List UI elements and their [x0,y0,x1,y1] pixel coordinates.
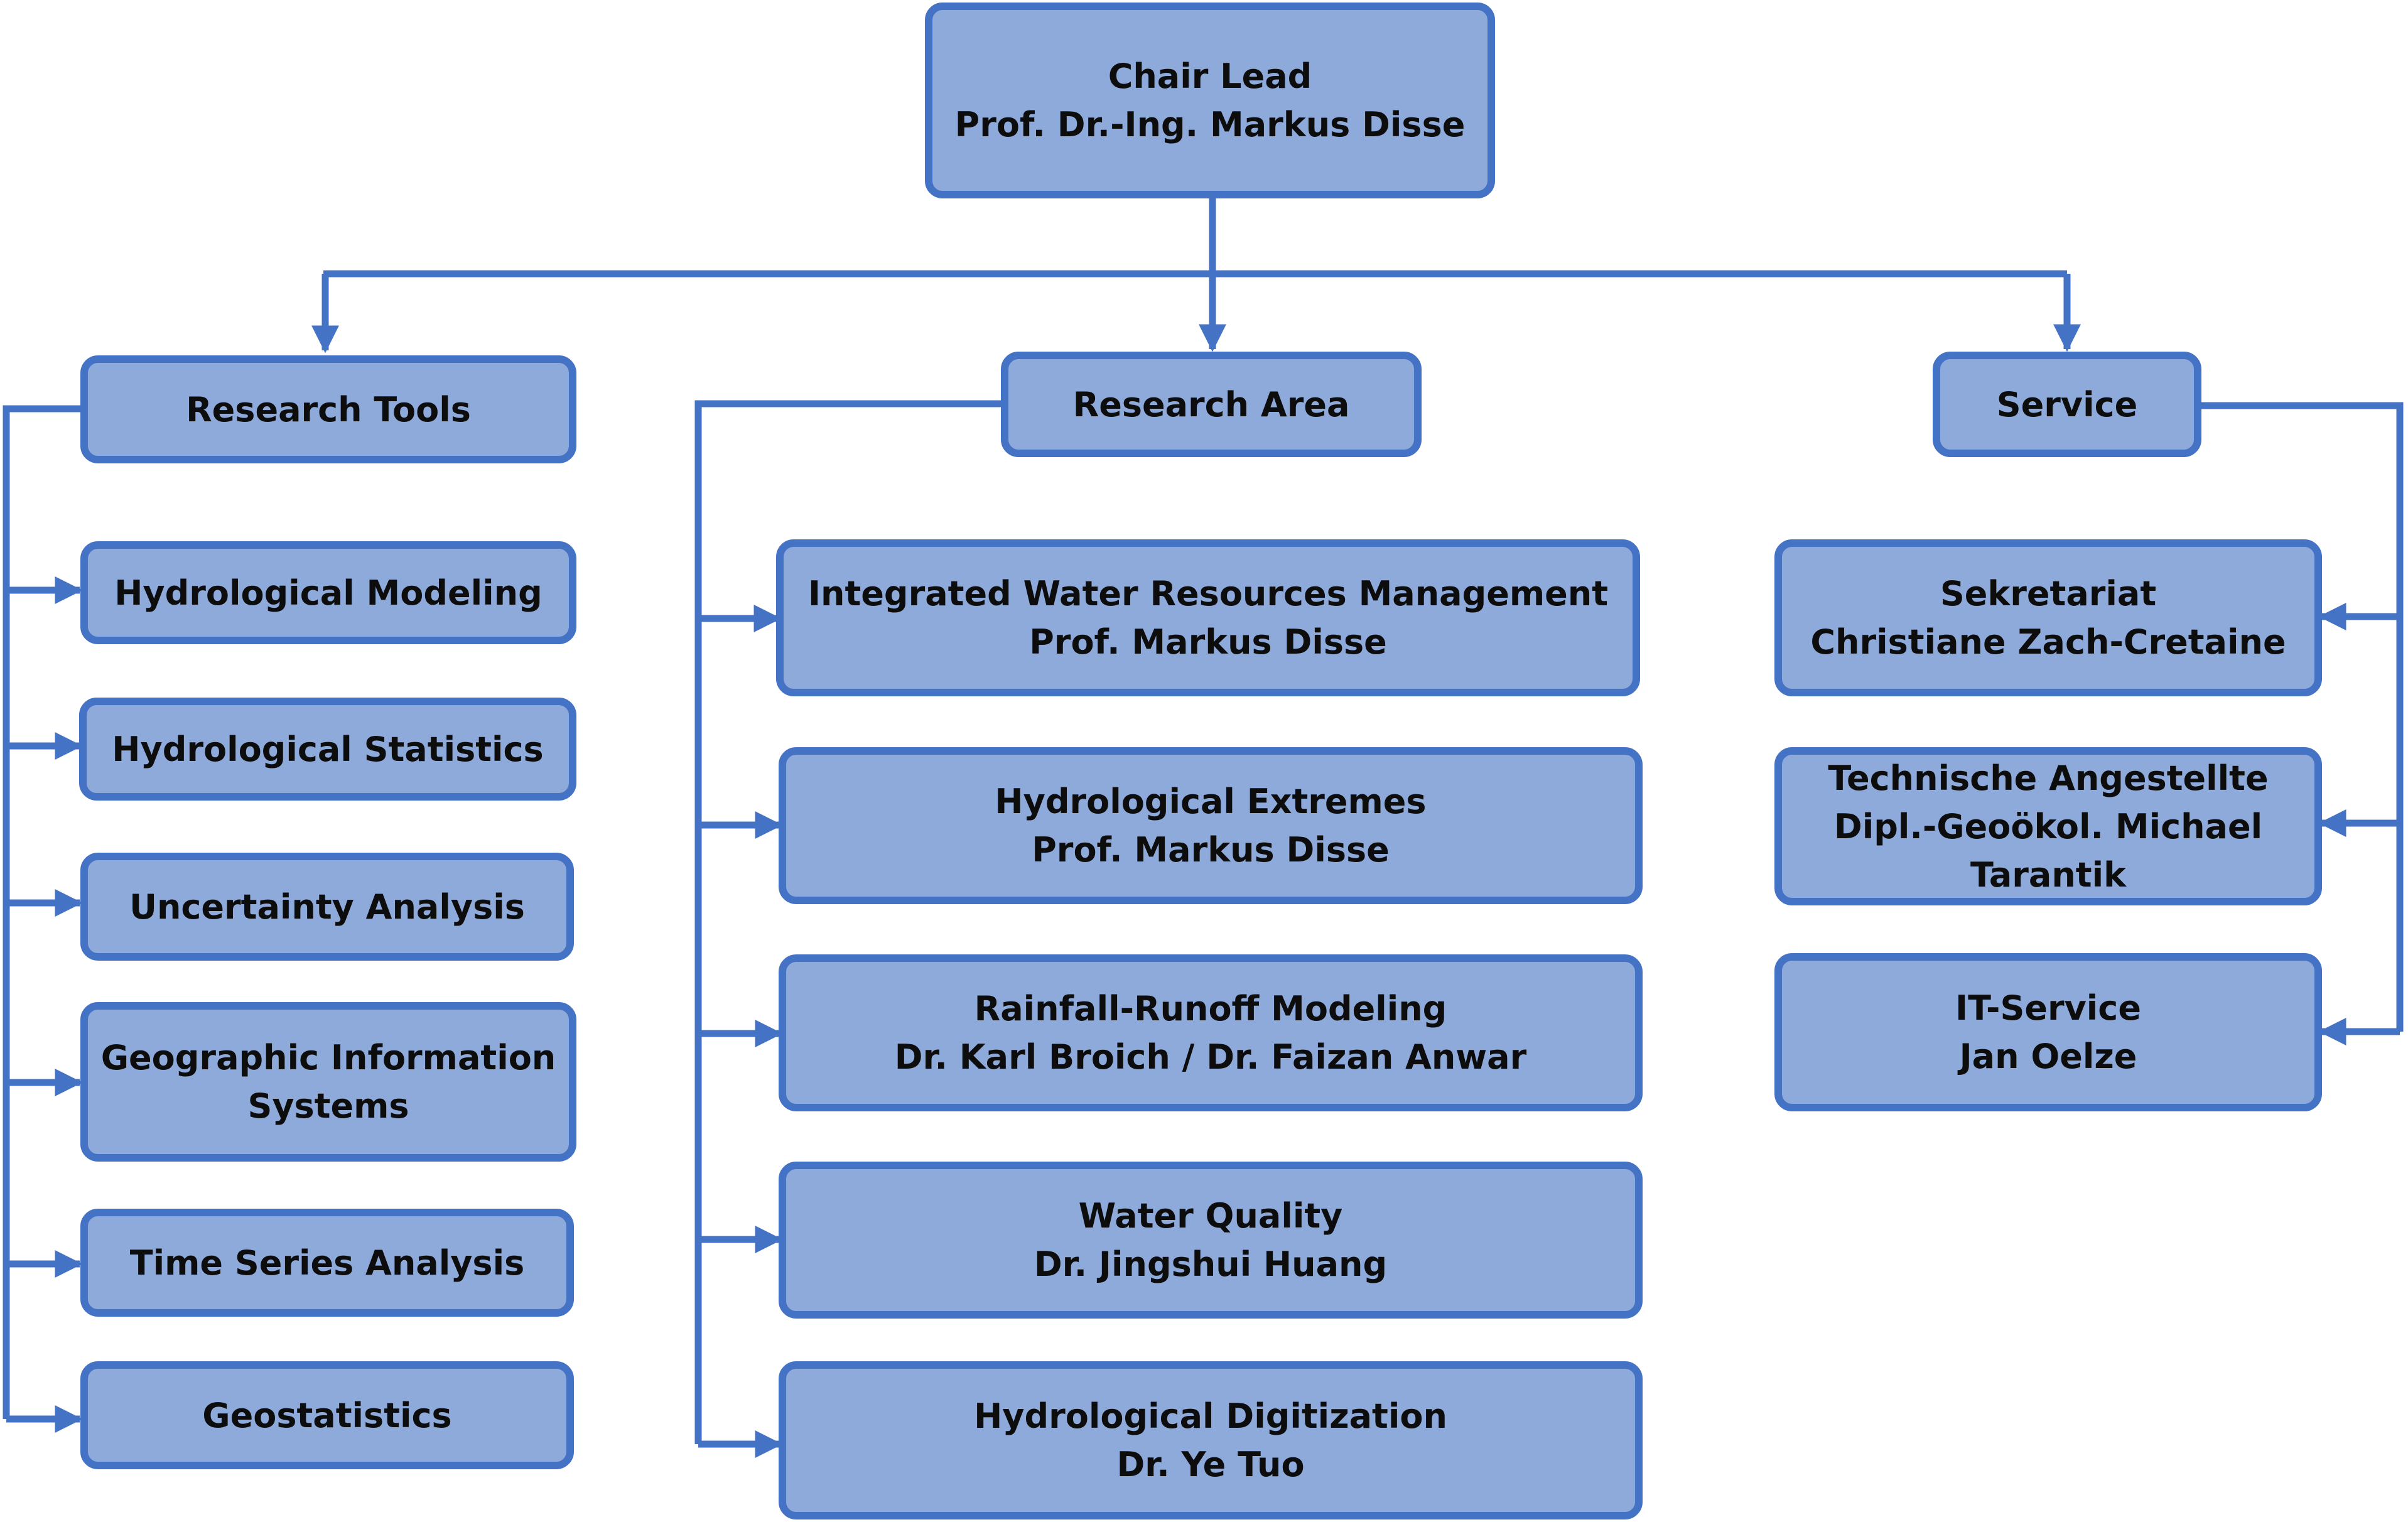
tool-label-line2: Systems [247,1086,409,1126]
research-area-title: Research Area [1072,384,1350,424]
service-box-sekretariat: Sekretariat Christiane Zach-Cretaine [1774,539,2322,696]
service-person-line2: Tarantik [1970,855,2127,895]
area-box-hydrological-extremes: Hydrological Extremes Prof. Markus Disse [779,747,1643,904]
chair-lead-title: Chair Lead [1108,57,1312,96]
area-lead: Dr. Karl Broich / Dr. Faizan Anwar [894,1037,1527,1077]
tool-box-geostatistics: Geostatistics [80,1361,574,1469]
tool-label: Hydrological Modeling [114,573,543,613]
tool-label: Uncertainty Analysis [129,887,525,927]
tool-box-uncertainty-analysis: Uncertainty Analysis [80,853,574,961]
area-name: Rainfall-Runoff Modeling [974,989,1447,1028]
research-tools-title: Research Tools [186,389,471,429]
research-tools-header: Research Tools [80,355,576,463]
tool-label: Time Series Analysis [129,1243,525,1283]
tool-box-geographic-information-systems: Geographic Information Systems [80,1002,576,1162]
area-lead: Prof. Markus Disse [1032,830,1390,870]
tool-label: Geostatistics [202,1395,452,1435]
service-name: Technische Angestellte [1828,758,2269,798]
service-person: Christiane Zach-Cretaine [1810,622,2286,662]
area-lead: Dr. Jingshui Huang [1034,1244,1388,1284]
chair-lead-box: Chair Lead Prof. Dr.-Ing. Markus Disse [925,3,1495,198]
area-box-water-quality: Water Quality Dr. Jingshui Huang [779,1162,1643,1319]
service-box-it-service: IT-Service Jan Oelze [1774,953,2322,1111]
area-box-iwrm: Integrated Water Resources Management Pr… [776,539,1640,696]
area-box-hydrological-digitization: Hydrological Digitization Dr. Ye Tuo [779,1361,1643,1519]
area-name: Hydrological Digitization [974,1396,1447,1436]
tool-label-line1: Geographic Information [100,1038,556,1077]
service-person-line1: Dipl.-Geoökol. Michael [1833,806,2263,846]
service-name: IT-Service [1955,988,2141,1028]
tool-box-hydrological-statistics: Hydrological Statistics [79,698,576,801]
area-lead: Prof. Markus Disse [1029,622,1387,662]
area-name: Integrated Water Resources Management [807,574,1609,613]
service-header: Service [1933,352,2201,457]
service-spine [2198,402,2404,1032]
service-person: Jan Oelze [1959,1037,2137,1076]
service-name: Sekretariat [1940,574,2157,613]
tool-box-hydrological-modeling: Hydrological Modeling [80,541,576,644]
tool-label: Hydrological Statistics [112,729,544,769]
area-lead: Dr. Ye Tuo [1116,1445,1305,1484]
area-name: Water Quality [1078,1196,1343,1236]
service-box-technische-angestellte: Technische Angestellte Dipl.-Geoökol. Mi… [1774,747,2322,905]
area-box-rainfall-runoff-modeling: Rainfall-Runoff Modeling Dr. Karl Broich… [779,954,1643,1111]
tool-box-time-series-analysis: Time Series Analysis [80,1209,574,1317]
research-area-spine [694,400,1003,1444]
chair-lead-name: Prof. Dr.-Ing. Markus Disse [954,105,1466,144]
research-area-header: Research Area [1001,352,1422,457]
service-title: Service [1996,384,2138,424]
area-name: Hydrological Extremes [995,782,1427,821]
research-tools-spine [3,405,82,1419]
